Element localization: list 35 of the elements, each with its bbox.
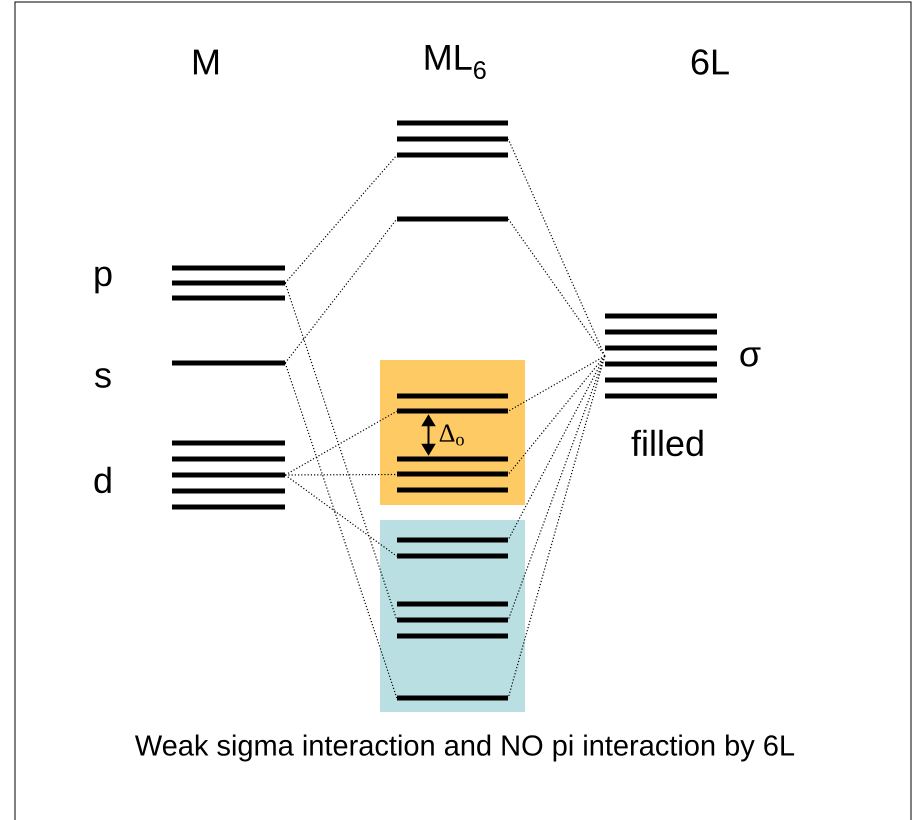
edge-label: Δ$_{o}$: [440, 424, 464, 446]
dotted-line: [284, 474, 398, 557]
dotted-line: [284, 362, 398, 698]
dotted-line: [508, 356, 606, 698]
column-heading: 6L: [692, 49, 729, 75]
energy-levels: [397, 602, 508, 638]
energy-levels: [172, 266, 285, 300]
dotted-line: [508, 218, 606, 356]
energy-levels: [397, 216, 508, 222]
level-label: s: [95, 368, 111, 388]
energy-levels: [397, 394, 508, 414]
dotted-line: [285, 474, 397, 476]
caption: Weak sigma interaction and NO pi interaction by 6L: [134, 734, 794, 762]
dotted-line: [508, 356, 606, 540]
level-label: filled: [631, 430, 703, 456]
level-label: d: [94, 466, 111, 494]
energy-levels: [397, 538, 508, 558]
column-heading: ML$_{6}$: [426, 44, 486, 80]
dotted-line: [508, 355, 606, 412]
column-heading: M: [194, 50, 218, 74]
level-label: p: [95, 266, 112, 294]
energy-levels: [397, 696, 508, 700]
energy-levels: [172, 440, 285, 510]
dotted-line: [508, 356, 606, 475]
energy-levels: [605, 314, 717, 398]
energy-levels: [172, 360, 285, 366]
level-label: σ: [740, 347, 761, 367]
dotted-line: [284, 154, 398, 284]
dotted-line: [508, 356, 606, 620]
energy-levels: [397, 456, 508, 492]
energy-levels: [397, 120, 508, 158]
dotted-line: [284, 282, 398, 620]
dotted-line: [284, 410, 398, 476]
dotted-line: [508, 138, 606, 356]
dotted-line: [284, 218, 398, 364]
